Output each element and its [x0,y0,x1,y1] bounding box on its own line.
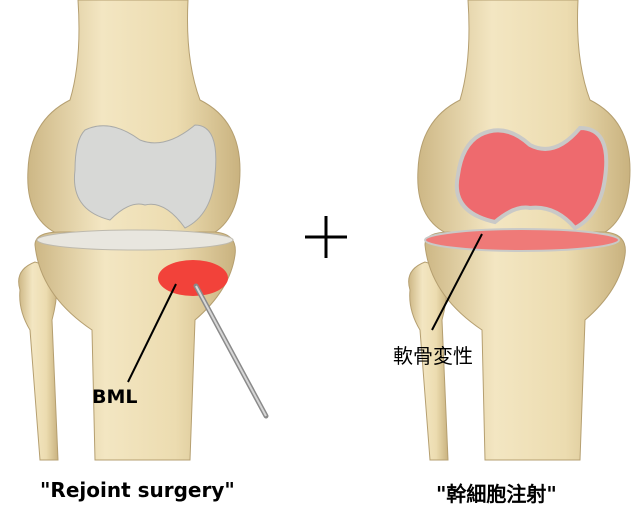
right-fibula [408,261,449,461]
plus-icon [305,216,347,258]
right-caption: "幹細胞注射" [436,482,557,506]
right-femur-cartilage-degenerated [454,125,609,231]
bone-marrow-lesion [158,260,228,296]
bml-pointer-line [127,283,177,383]
surgical-needle-highlight [195,285,267,417]
left-knee [18,0,269,461]
left-fibula [18,261,59,461]
cartilage-degeneration-label: 軟骨変性 [393,344,473,368]
cartilage-pointer-line [431,233,483,331]
left-caption: "Rejoint surgery" [40,478,235,502]
right-tibial-plateau-degenerated [424,228,620,252]
bml-label: BML [92,386,138,408]
right-tibia [424,231,626,461]
left-tibial-plateau [36,229,234,251]
left-femur-cartilage [73,124,217,229]
right-knee [408,0,631,461]
